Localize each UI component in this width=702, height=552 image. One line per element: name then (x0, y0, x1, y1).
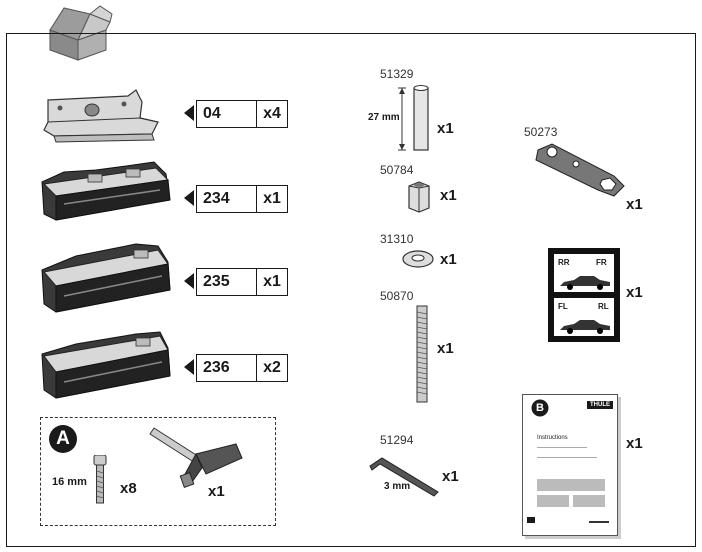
sticker-fl-rl: FL RL (553, 297, 615, 337)
bolt-length-label: 16 mm (52, 476, 87, 488)
car-icon (560, 320, 610, 334)
part-code: 236 (197, 355, 257, 381)
manual-text-lines (537, 457, 597, 458)
hex-key-icon (369, 457, 439, 497)
rod-qty: x1 (437, 340, 454, 357)
part-code: 04 (197, 101, 257, 127)
kit-a-badge: A (56, 428, 70, 449)
part-code-50273: 50273 (524, 125, 558, 139)
instruction-manual: B THULE Instructions (522, 394, 618, 536)
manual-image-block (537, 495, 569, 507)
pointer-arrow (184, 105, 194, 121)
manual-heading: Instructions (537, 435, 568, 441)
manual-badge: B (536, 402, 544, 414)
kit-a-box (40, 417, 276, 526)
threaded-rod-icon (416, 305, 428, 403)
sticker-rr-label: RR (558, 258, 570, 267)
sticker-rl-label: RL (598, 302, 609, 311)
part-code-50784: 50784 (380, 163, 414, 177)
pointer-arrow (184, 273, 194, 289)
car-icon (560, 276, 610, 290)
pointer-arrow (184, 359, 194, 375)
contents-frame (6, 33, 696, 547)
part-code-51329: 51329 (380, 67, 414, 81)
sticker-sheet: RR FR FL RL (548, 248, 620, 342)
part-label-234: 234 x1 (196, 185, 288, 213)
manual-image-block (573, 495, 605, 507)
package-box-icon (49, 5, 113, 61)
sticker-fl-label: FL (558, 302, 568, 311)
thule-logo: THULE (587, 401, 613, 409)
part-qty: x1 (263, 273, 281, 290)
badge-a-icon (49, 425, 77, 453)
foot-pad-234-icon (41, 161, 171, 221)
washer-qty: x1 (440, 251, 457, 268)
bolt-qty: x8 (120, 480, 137, 497)
spacer-qty: x1 (437, 120, 454, 137)
manual-footer (589, 521, 609, 523)
hex-nut-icon (408, 181, 430, 213)
spanner-qty: x1 (626, 196, 643, 213)
part-code: 235 (197, 269, 257, 295)
part-qty: x4 (263, 105, 281, 122)
spring-washer-icon (402, 250, 434, 268)
pointer-arrow (184, 190, 194, 206)
hex-key-size-label: 3 mm (384, 481, 411, 492)
manual-text-lines (537, 447, 587, 448)
bracket-plate-icon (43, 89, 159, 143)
spacer-tube-icon (398, 85, 429, 151)
part-qty: x2 (263, 359, 281, 376)
hex-key-qty: x1 (442, 468, 459, 485)
manual-footer (527, 517, 535, 523)
part-code-51294: 51294 (380, 433, 414, 447)
sticker-rr-fr: RR FR (553, 253, 615, 293)
part-code: 234 (197, 186, 257, 212)
part-label-04: 04 x4 (196, 100, 288, 128)
foot-pad-236-icon (41, 331, 171, 399)
part-label-236: 236 x2 (196, 354, 288, 382)
wrench-qty: x1 (208, 483, 225, 500)
manual-image-block (537, 479, 605, 491)
part-qty: x1 (263, 190, 281, 207)
sticker-fr-label: FR (596, 258, 607, 267)
part-label-235: 235 x1 (196, 268, 288, 296)
part-code-31310: 31310 (380, 232, 414, 246)
part-code-50870: 50870 (380, 289, 414, 303)
manual-qty: x1 (626, 435, 643, 452)
nut-qty: x1 (440, 187, 457, 204)
spacer-length-label: 27 mm (368, 112, 400, 123)
t-wrench-icon (149, 427, 243, 488)
bolt-icon (93, 455, 107, 504)
spanner-plate-icon (535, 143, 625, 197)
foot-pad-235-icon (41, 243, 171, 313)
sticker-qty: x1 (626, 284, 643, 301)
badge-b-icon (531, 399, 549, 417)
